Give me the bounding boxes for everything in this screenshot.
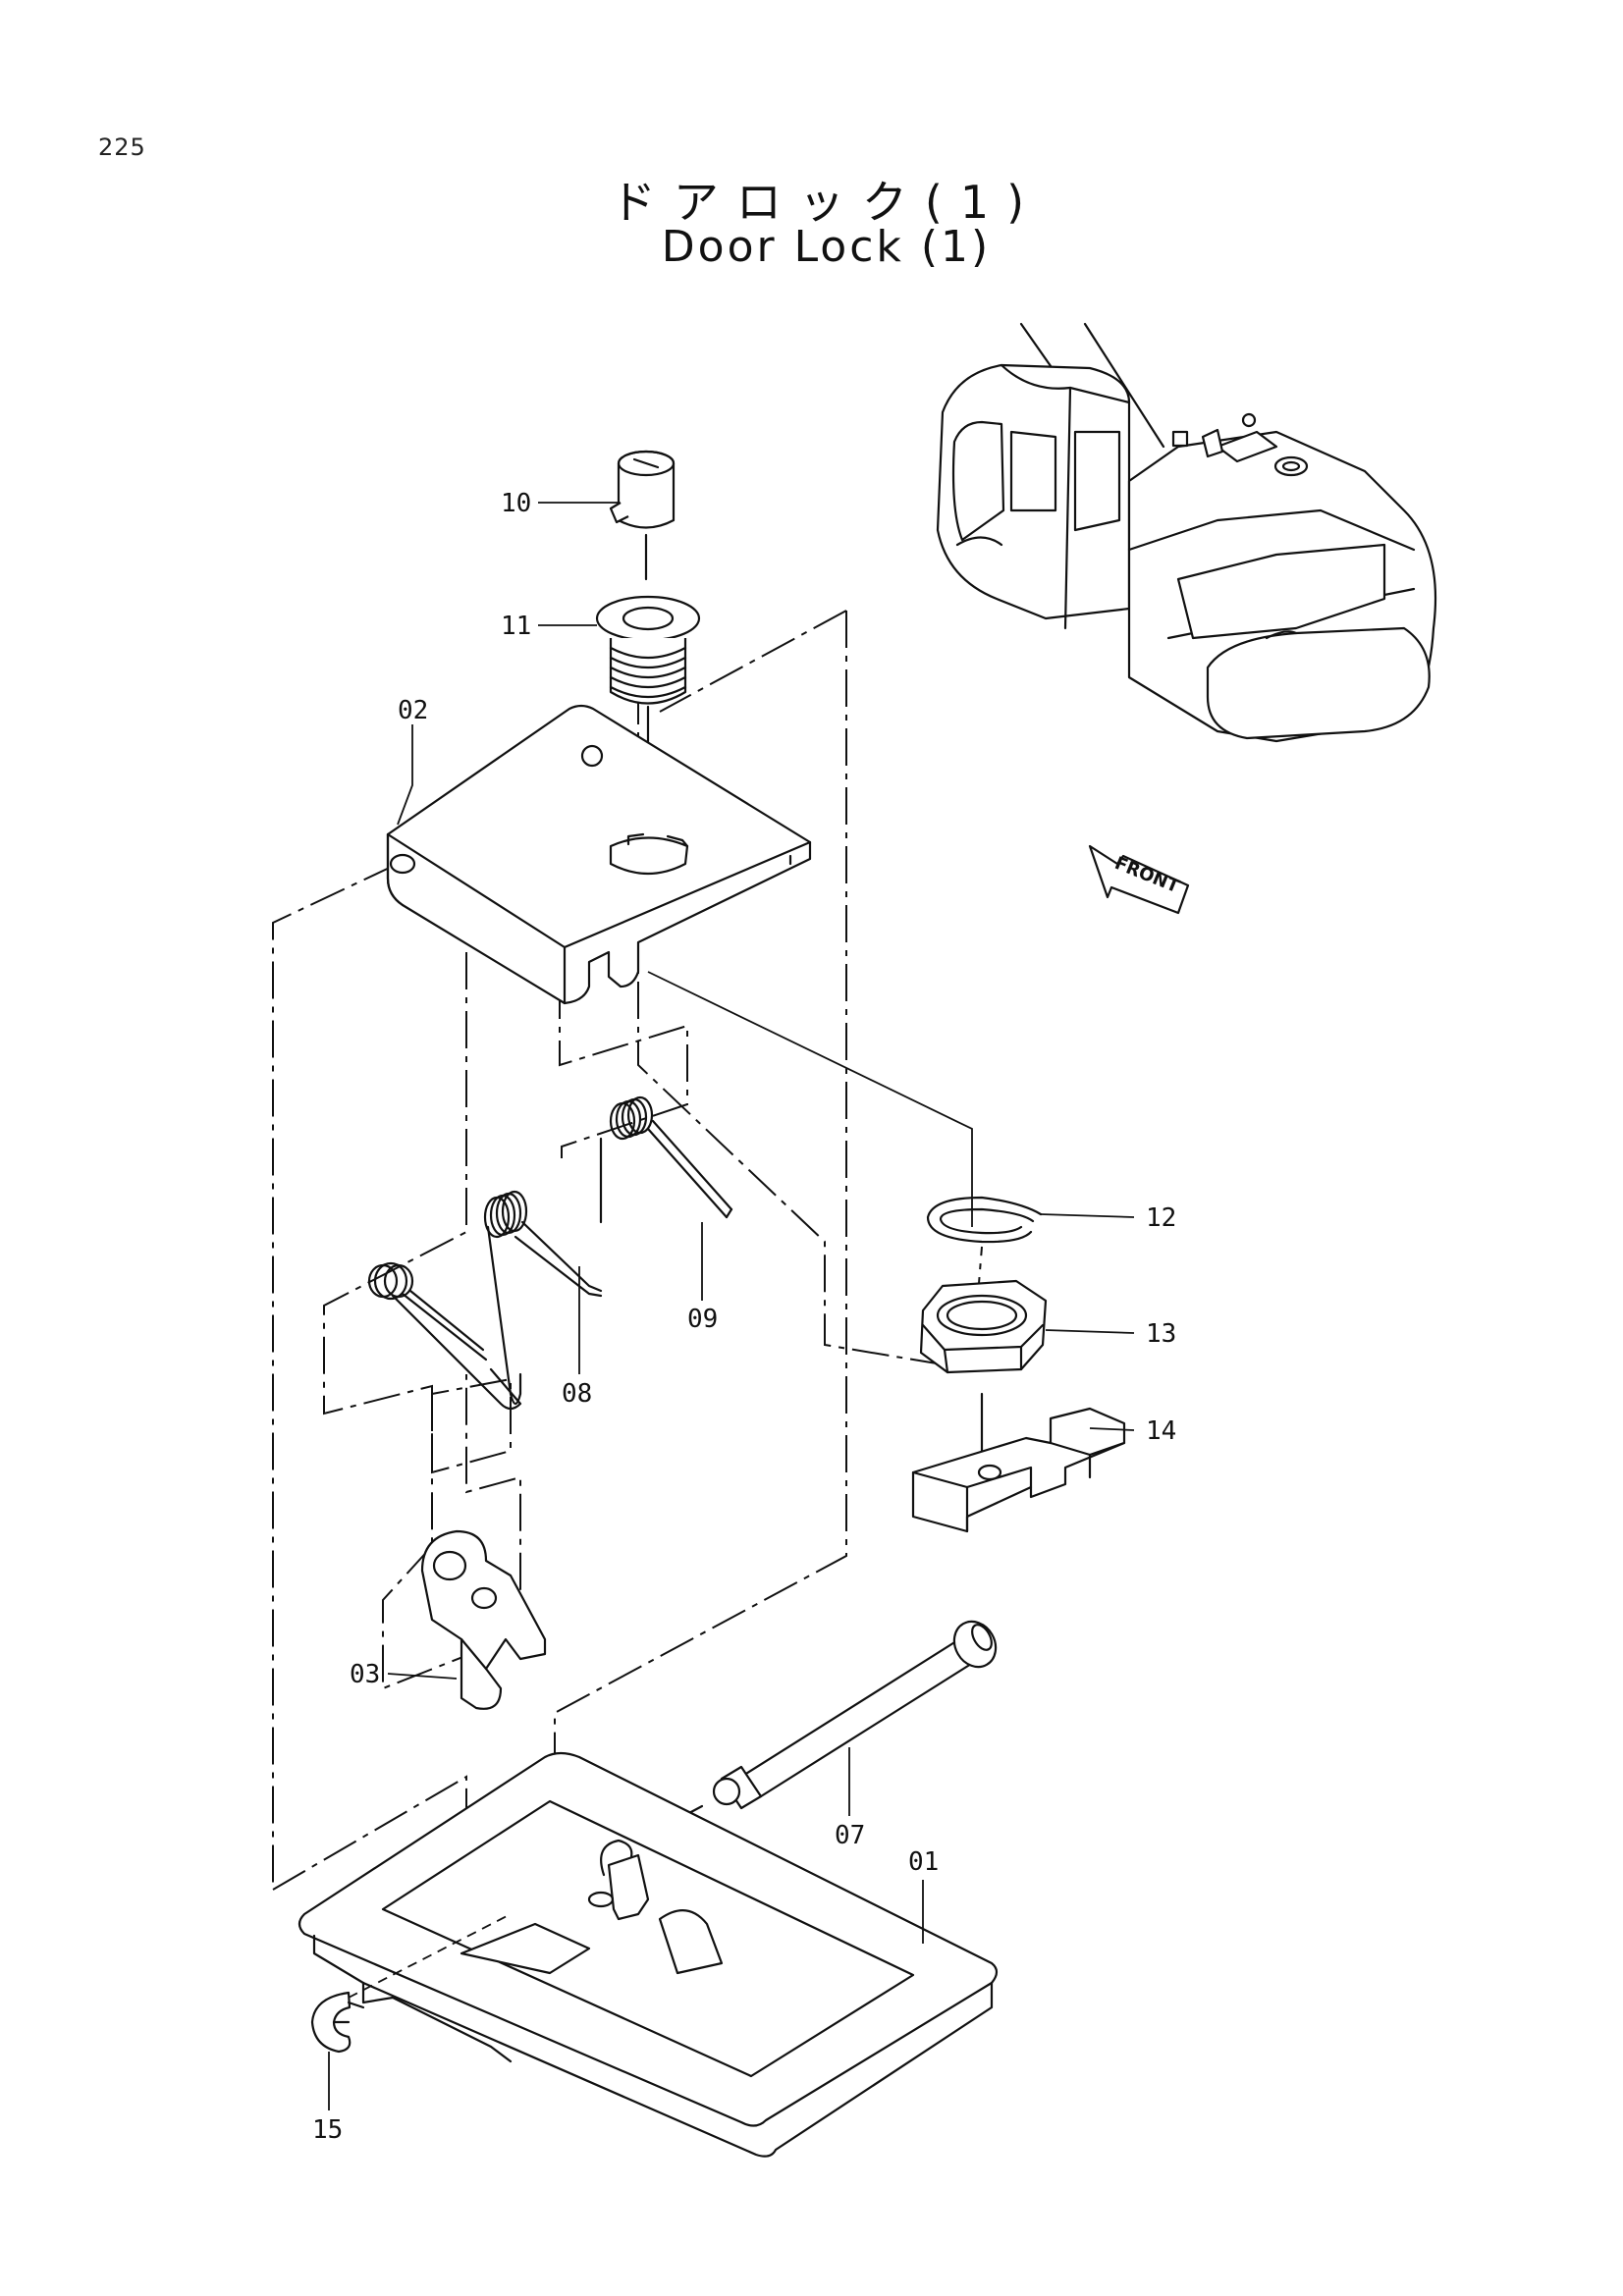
part-11-threaded-sleeve (595, 595, 701, 817)
callout-numbers: 10 11 02 12 13 14 08 09 03 07 01 15 (312, 489, 1176, 2145)
part-09-spring (599, 1095, 733, 1224)
callout-01: 01 (908, 1847, 939, 1877)
part-02-bracket-plate (386, 704, 973, 1227)
part-07-shaft-pin (626, 1620, 998, 1847)
callout-03: 03 (350, 1660, 380, 1689)
part-08-spring (483, 1190, 603, 1406)
part-13-hex-nut (919, 1279, 1048, 1455)
callout-07: 07 (835, 1821, 865, 1850)
page-number: 225 (98, 133, 146, 161)
front-direction-arrow: FRONT (1088, 844, 1190, 915)
excavator-location-view (936, 322, 1437, 743)
part-15-e-ring (310, 1913, 512, 2054)
part-10-lock-cylinder (609, 450, 676, 581)
callout-12: 12 (1146, 1203, 1176, 1233)
callout-leaders (328, 502, 1135, 2110)
callout-10: 10 (501, 489, 531, 518)
callout-14: 14 (1146, 1416, 1176, 1446)
callout-15: 15 (312, 2115, 343, 2145)
callout-13: 13 (1146, 1319, 1176, 1349)
title-japanese: ドアロック(1) (610, 176, 1043, 229)
title-english: Door Lock (1) (661, 222, 992, 272)
lever-spring (367, 1261, 522, 1411)
callout-09: 09 (687, 1305, 718, 1334)
part-12-snap-ring (926, 1196, 1043, 1244)
part-01-base-plate (298, 1751, 999, 2158)
part-03-lever-pawl (420, 1529, 547, 1710)
callout-02: 02 (398, 696, 428, 725)
part-14-lock-plate (911, 1407, 1126, 1533)
callout-11: 11 (501, 612, 531, 641)
callout-08: 08 (562, 1379, 592, 1409)
